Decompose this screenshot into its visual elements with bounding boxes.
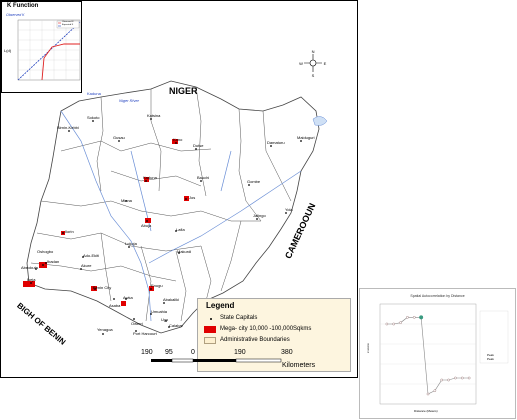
k-function-title: K Function bbox=[7, 3, 39, 9]
city-label: Enugu bbox=[151, 283, 163, 288]
city-label: Dutse bbox=[193, 143, 204, 148]
svg-text:E: E bbox=[324, 61, 327, 66]
mega-city-benin bbox=[91, 286, 97, 291]
city-label: Lafia bbox=[176, 227, 185, 232]
data-point bbox=[385, 322, 389, 326]
legend-item-state-capitals: State Capitals bbox=[220, 315, 258, 321]
city-label: Jalingo bbox=[253, 213, 266, 218]
city-label: Abuja bbox=[141, 223, 152, 228]
mega-city-kano bbox=[172, 139, 178, 144]
spatial-xlabel: Distance (Meters) bbox=[414, 409, 438, 413]
label-water-river: Niger River bbox=[119, 98, 140, 103]
scale-tick: 380 bbox=[281, 349, 293, 356]
k-corner-label: Observed K bbox=[6, 13, 25, 17]
label-water-top: Kaduna bbox=[87, 91, 101, 96]
city-label: Owerri bbox=[131, 321, 143, 326]
city-label: Kano bbox=[173, 137, 183, 142]
city-label: Maiduguri bbox=[297, 135, 315, 140]
north-arrow-icon: N S W E bbox=[299, 49, 327, 78]
observed-k-line bbox=[41, 43, 80, 81]
mega-city-lagos bbox=[23, 281, 35, 287]
spatial-chart-title: Spatial Autocorrelation by Distance bbox=[410, 294, 465, 298]
k-ylabel: L(d) bbox=[4, 48, 12, 53]
scale-tick: 0 bbox=[191, 349, 195, 356]
city-label: Awka bbox=[123, 295, 133, 300]
spatial-legend-peak: Peak bbox=[487, 353, 494, 357]
legend-item-mega-city: Mega- city 10,000 -100,000Sqkms bbox=[220, 326, 312, 332]
svg-text:W: W bbox=[299, 61, 303, 66]
city-label: Sokoto bbox=[87, 115, 100, 120]
k-function-inset[interactable]: K Function Observed K Expected K Observe… bbox=[1, 1, 82, 93]
label-niger: NIGER bbox=[169, 86, 198, 96]
city-label: Gombe bbox=[247, 179, 261, 184]
spatial-legend-peak: Peak bbox=[487, 357, 494, 361]
scale-bar: 190 95 0 190 380 Kilometers bbox=[141, 349, 351, 377]
city-label: Ikeja bbox=[27, 277, 36, 282]
city-label: Gusau bbox=[113, 135, 125, 140]
mega-city-onitsha bbox=[121, 301, 126, 306]
city-label: Lokoja bbox=[125, 241, 137, 246]
city-label: Umuahia bbox=[151, 309, 168, 314]
city-label: Jos bbox=[189, 195, 196, 200]
peak-point bbox=[419, 315, 424, 320]
city-label: Benin City bbox=[93, 285, 112, 290]
k-function-chart bbox=[17, 19, 81, 81]
spatial-autocorrelation-panel[interactable]: Spatial Autocorrelation by Distance Dist… bbox=[359, 288, 516, 419]
mega-city-abuja bbox=[145, 218, 151, 223]
city-label: Port Harcourt bbox=[133, 331, 157, 336]
city-label: Damaturu bbox=[267, 140, 285, 145]
data-point bbox=[399, 321, 402, 325]
city-label: Calabar bbox=[169, 323, 184, 328]
spatial-ylabel: z-score bbox=[366, 343, 370, 353]
data-point bbox=[460, 376, 464, 380]
scale-tick: 95 bbox=[165, 349, 173, 356]
k-legend-observed: Observed K bbox=[62, 21, 74, 23]
city-label: Bauchi bbox=[197, 175, 210, 180]
city-label: Makurdi bbox=[177, 249, 192, 254]
mega-city-swatch-icon bbox=[204, 326, 216, 333]
k-legend-expected: Expected K bbox=[62, 24, 74, 26]
data-point bbox=[447, 378, 450, 382]
city-label: Oshogbo bbox=[37, 249, 54, 254]
data-point bbox=[412, 315, 416, 319]
scale-tick: 190 bbox=[234, 349, 246, 356]
nigeria-map[interactable]: N S W E bbox=[1, 1, 358, 378]
data-point bbox=[433, 389, 437, 393]
data-point bbox=[426, 392, 430, 396]
map-frame: N S W E NIGER CAMEROOUN BIGH OF BENIN Ka… bbox=[0, 0, 358, 378]
data-point bbox=[392, 322, 396, 326]
admin-boundary-swatch-icon bbox=[204, 337, 216, 344]
state-capital-dot-icon bbox=[210, 318, 212, 320]
city-label: Yola bbox=[285, 207, 293, 212]
spatial-chart bbox=[379, 303, 509, 405]
city-label: Katsina bbox=[147, 113, 161, 118]
scale-tick: 190 bbox=[141, 349, 153, 356]
city-label: Yenagoa bbox=[97, 327, 113, 332]
nigeria-outline bbox=[26, 80, 320, 334]
city-label: Uyo bbox=[161, 317, 169, 322]
svg-text:N: N bbox=[312, 49, 315, 54]
city-label: Ado-Ekiti bbox=[83, 253, 100, 258]
scale-bar-graphic bbox=[151, 358, 282, 363]
svg-text:S: S bbox=[312, 73, 315, 78]
city-label: Kaduna bbox=[143, 175, 157, 180]
legend-item-admin-boundaries: Administrative Boundaries bbox=[220, 337, 290, 343]
data-point bbox=[454, 376, 457, 380]
city-label: Akure bbox=[81, 263, 92, 268]
mega-city-kaduna bbox=[144, 177, 149, 182]
data-point bbox=[467, 376, 471, 380]
city-label: Minna bbox=[121, 198, 132, 203]
legend-title: Legend bbox=[206, 301, 235, 310]
city-label: Abakaliki bbox=[163, 297, 180, 302]
data-point bbox=[440, 378, 444, 382]
city-label: Birnin-Kebbi bbox=[57, 125, 79, 130]
city-label: Abeokuta bbox=[21, 265, 38, 270]
lake-chad bbox=[312, 116, 328, 126]
data-point bbox=[406, 315, 409, 319]
city-label: Ibadan bbox=[47, 259, 60, 264]
city-label: Asaba bbox=[109, 303, 121, 308]
scale-unit: Kilometers bbox=[282, 362, 316, 369]
city-label: Ilorin bbox=[65, 229, 74, 234]
